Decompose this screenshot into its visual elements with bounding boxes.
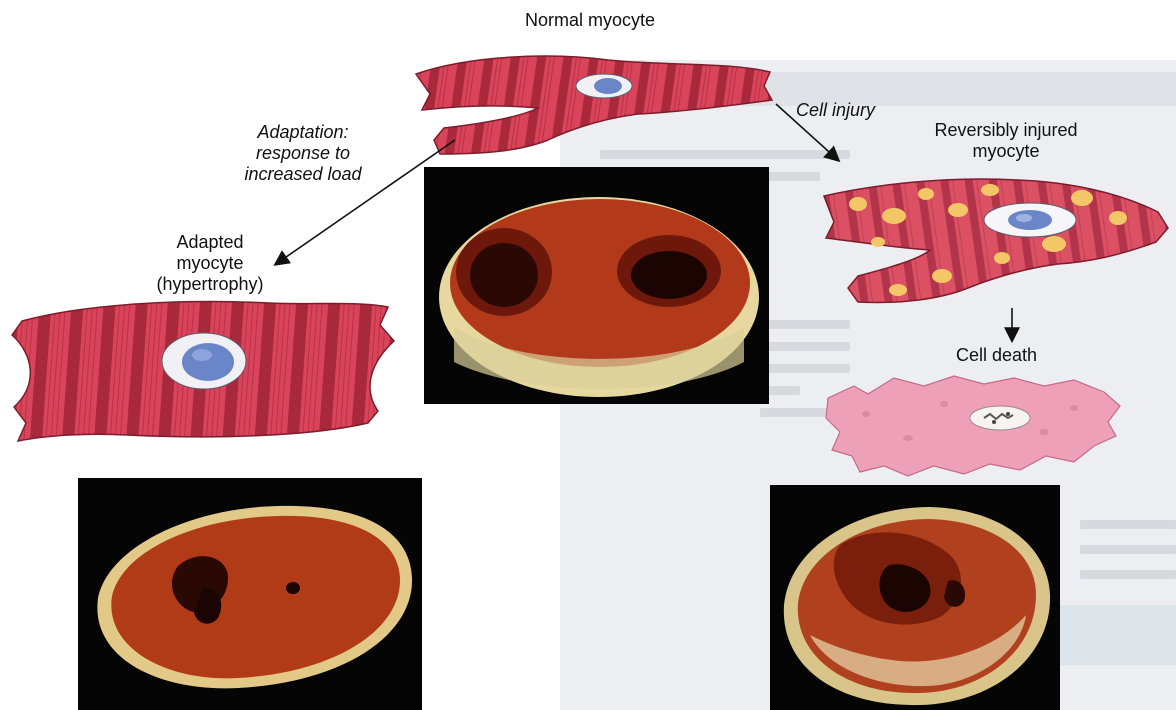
photo-infarcted-heart (770, 485, 1060, 710)
label-reversibly-injured: Reversibly injured myocyte (906, 120, 1106, 162)
normal-myocyte-cell (408, 42, 778, 157)
label-adapted-line-1: Adapted (140, 232, 280, 253)
adapted-myocyte-cell (8, 295, 400, 445)
background-text-line (1080, 545, 1176, 554)
photo-hypertrophic-heart (78, 478, 422, 710)
background-text-line (1080, 570, 1176, 579)
label-adaptation-line-2: response to (230, 143, 376, 164)
label-adaptation: Adaptation: response to increased load (230, 122, 376, 185)
label-reversible-line-1: Reversibly injured (906, 120, 1106, 141)
label-cell-injury: Cell injury (796, 100, 875, 121)
normal-heart-section (424, 167, 769, 404)
label-reversible-line-2: myocyte (906, 141, 1106, 162)
label-adapted-myocyte: Adapted myocyte (hypertrophy) (140, 232, 280, 295)
reversibly-injured-myocyte-cell (818, 172, 1176, 306)
background-text-line (760, 342, 850, 351)
label-adapted-line-2: myocyte (140, 253, 280, 274)
label-normal-myocyte: Normal myocyte (525, 10, 655, 31)
photo-normal-heart (424, 167, 769, 404)
dead-myocyte-cell (824, 372, 1124, 482)
background-text-line (760, 320, 850, 329)
hypertrophic-heart-section (78, 478, 422, 710)
infarcted-heart-section (770, 485, 1060, 710)
label-adapted-line-3: (hypertrophy) (140, 274, 280, 295)
label-adaptation-line-1: Adaptation: (230, 122, 376, 143)
label-cell-death: Cell death (956, 345, 1037, 366)
label-adaptation-line-3: increased load (230, 164, 376, 185)
background-text-line (1080, 520, 1176, 529)
